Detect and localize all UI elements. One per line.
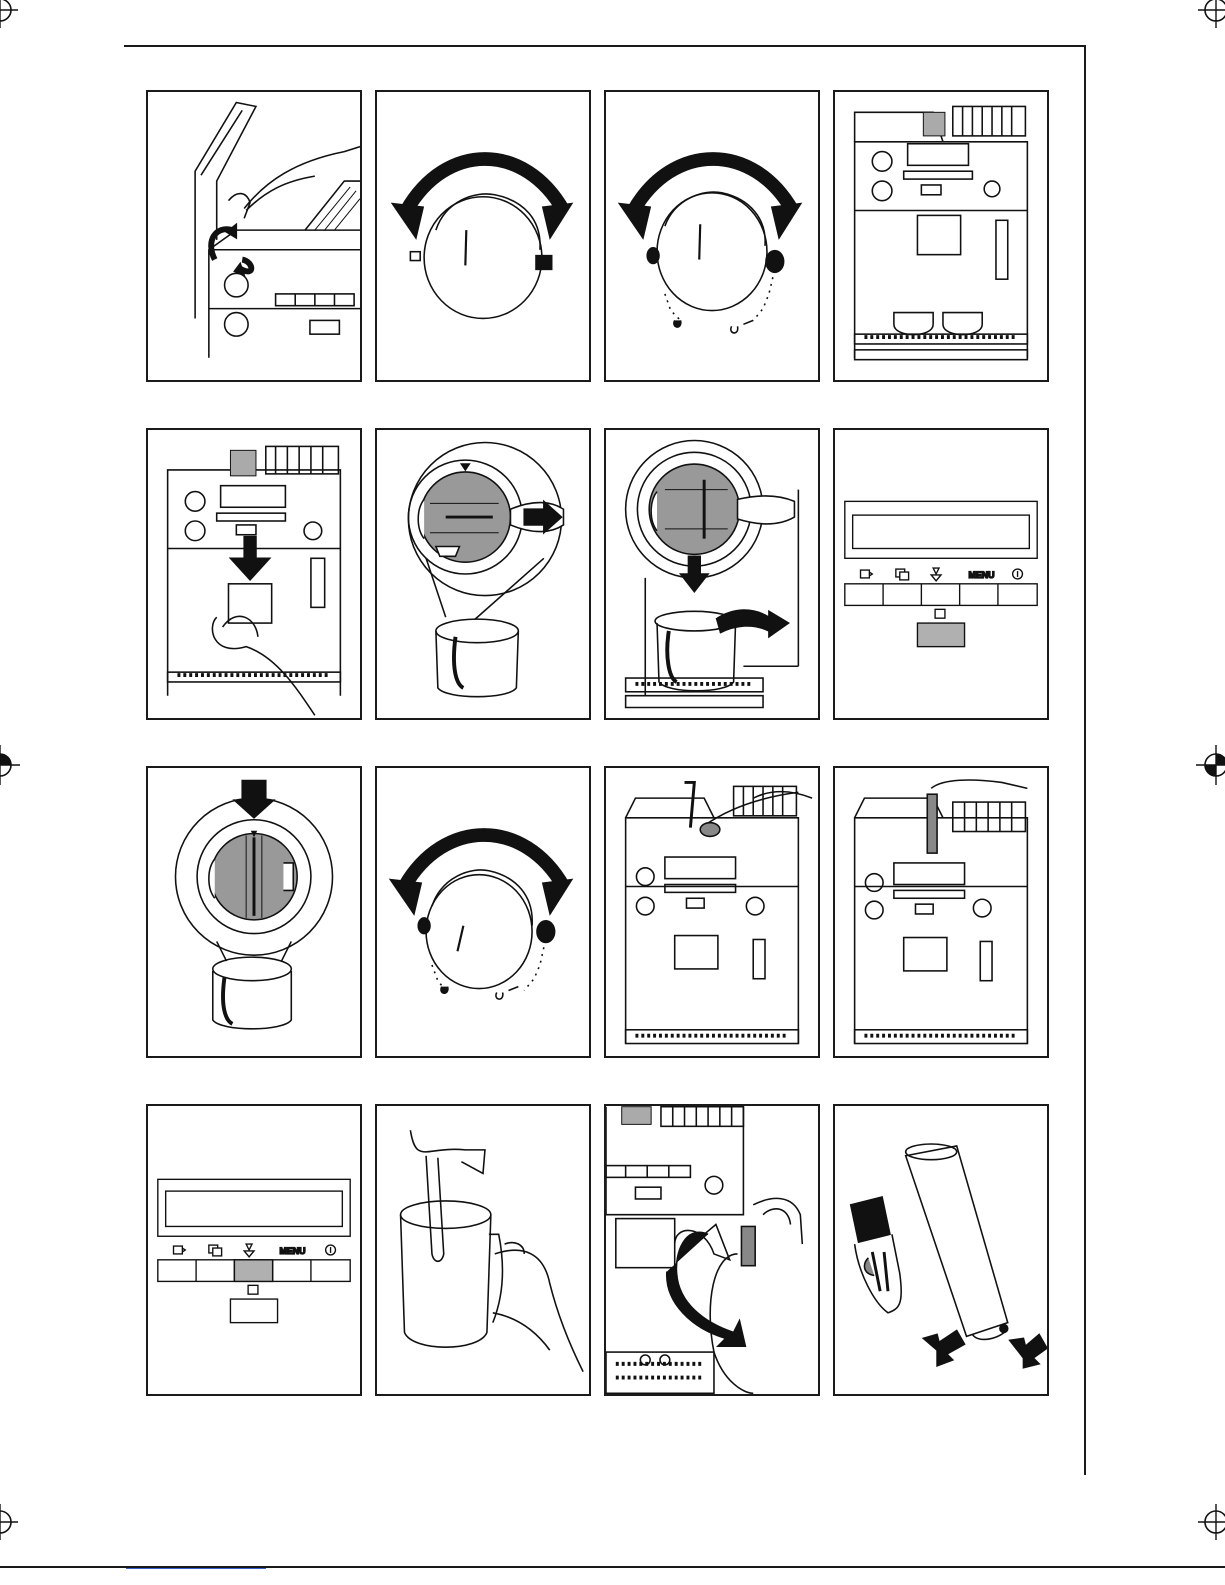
panel-filter-cartridge-parts <box>833 1104 1049 1396</box>
panel-fill-ground-coffee <box>604 766 820 1058</box>
menu-label: MENU <box>968 570 994 580</box>
registration-mark-icon <box>1196 1502 1225 1542</box>
registration-mark-icon <box>0 1502 20 1542</box>
top-rule <box>124 45 1086 47</box>
panel-control-panel-steam-button: MENU <box>146 1104 362 1396</box>
panel-remove-brewing-unit <box>146 428 362 720</box>
footer-link-underline <box>126 1568 266 1569</box>
panel-strength-dial-set <box>375 766 591 1058</box>
registration-mark-icon <box>0 745 20 785</box>
panel-attach-milk-container <box>604 428 820 720</box>
panel-insert-water-filter <box>833 766 1049 1058</box>
panel-cup-size-dial <box>375 90 591 382</box>
menu-label: MENU <box>280 1246 306 1256</box>
registration-mark-icon <box>1196 745 1225 785</box>
panel-machine-two-cups <box>833 90 1049 382</box>
registration-mark-icon <box>1196 0 1225 30</box>
panel-control-panel-cup-button: MENU <box>833 428 1049 720</box>
panel-milk-container-press-lid <box>146 766 362 1058</box>
panel-steam-milk-jug <box>375 1104 591 1396</box>
panel-turn-steam-nozzle <box>604 1104 820 1396</box>
panel-lid-open <box>146 90 362 382</box>
right-rule <box>1084 45 1086 1475</box>
registration-mark-icon <box>0 0 20 30</box>
panel-milk-container-lid-insert <box>375 428 591 720</box>
panel-strength-dial <box>604 90 820 382</box>
